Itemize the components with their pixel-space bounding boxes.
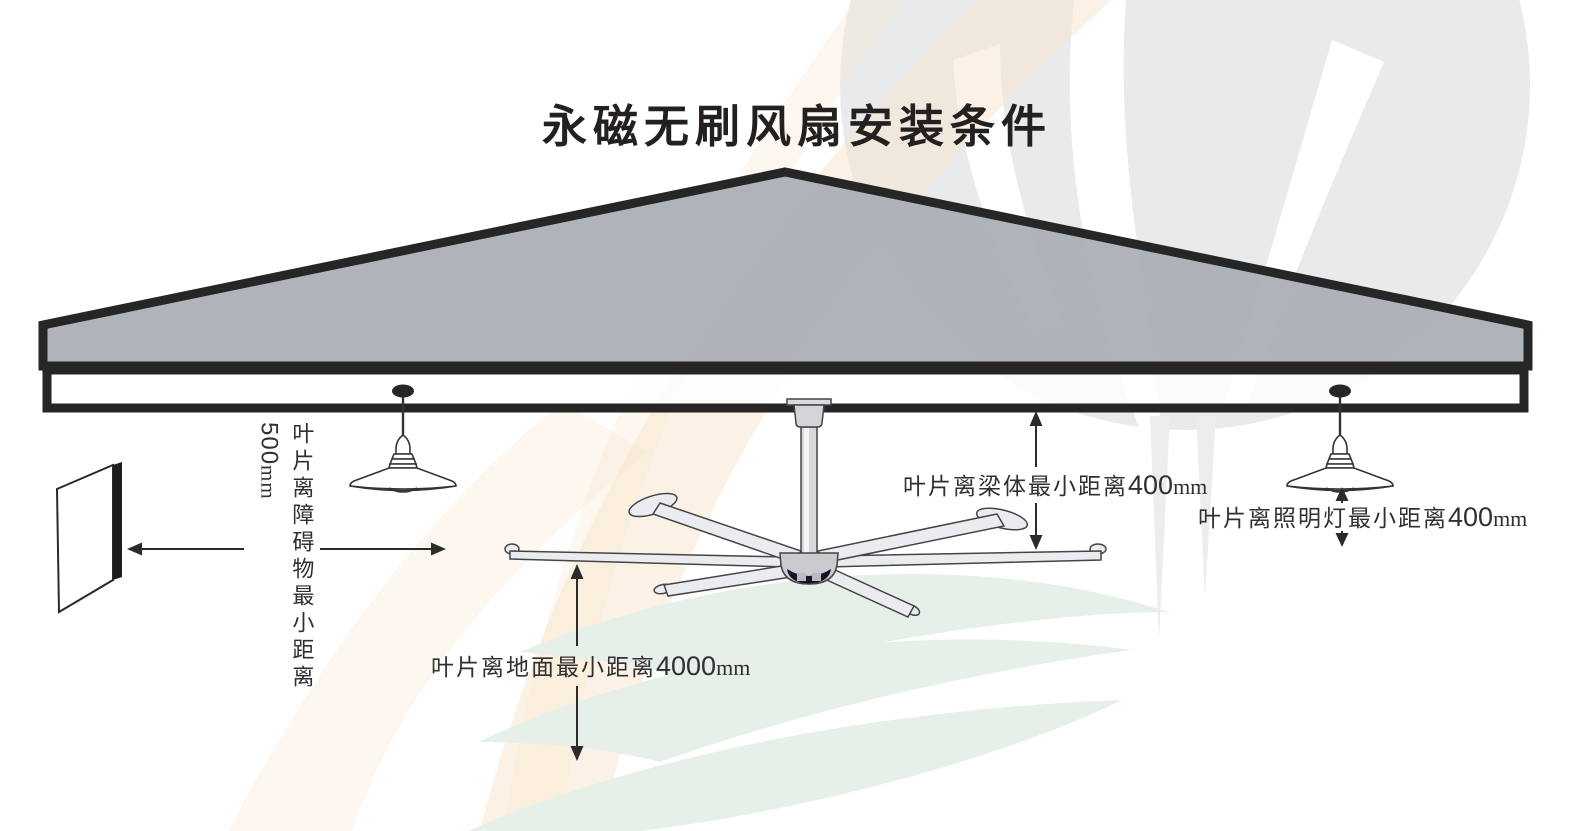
- annotation-unit: mm: [1173, 474, 1208, 499]
- lamp-socket: [1332, 433, 1348, 455]
- dimension-arrow-ground: [570, 564, 584, 761]
- lamp-shade: [1286, 467, 1394, 492]
- annotation-label: 叶片离梁体最小距离: [903, 474, 1128, 499]
- fan-blade: [662, 563, 799, 597]
- watermark-swoosh-orange: [504, 0, 905, 830]
- hub-vent: [797, 573, 806, 581]
- pendant-lamp-left: [349, 384, 457, 493]
- annotation-light-distance: 叶片离照明灯最小距离400mm: [1198, 501, 1527, 535]
- annotation-value: 400: [1448, 502, 1494, 532]
- pendant-lamp-right: [1286, 384, 1394, 493]
- annotation-value: 500: [255, 422, 283, 466]
- lamp-shade: [349, 467, 457, 492]
- page-title: 永磁无刷风扇安装条件: [541, 102, 1052, 152]
- lamp-rim: [1286, 485, 1394, 490]
- watermark-petal: [1196, 416, 1216, 597]
- watermark-petal: [1150, 416, 1170, 640]
- dimension-arrows: [127, 411, 1349, 761]
- watermark-leaf: [468, 700, 1122, 831]
- annotation-unit: mm: [256, 465, 281, 500]
- dimension-arrow-beam: [1029, 411, 1043, 550]
- annotation-label: 叶片离照明灯最小距离: [1198, 506, 1448, 531]
- lamp-mount-icon: [1329, 384, 1351, 398]
- fan-blade: [509, 550, 789, 568]
- downrod-highlight: [804, 428, 809, 554]
- annotation-unit: mm: [1493, 506, 1528, 531]
- fan-mount-housing: [793, 404, 825, 428]
- wall-panel: [55, 463, 114, 614]
- lamp-mount-icon: [392, 384, 414, 398]
- annotation-beam-distance: 叶片离梁体最小距离400mm: [903, 469, 1207, 503]
- roof: [38, 167, 1533, 371]
- annotation-label: 叶片离地面最小距离: [431, 655, 656, 680]
- dimension-arrow-light: [1335, 487, 1349, 547]
- watermark-leaf: [520, 574, 1168, 682]
- lamp-rim: [349, 485, 457, 490]
- annotation-value: 4000: [656, 651, 717, 681]
- annotation-label: 叶片离障碍物最小距离: [289, 422, 315, 692]
- hub-vent: [812, 573, 821, 581]
- annotation-ground-distance: 叶片离地面最小距离4000mm: [431, 650, 750, 684]
- dimension-arrow-obstacle: [127, 542, 446, 556]
- watermark-leaf: [478, 639, 1132, 762]
- fan-mount-flange: [786, 398, 832, 406]
- wall-edge: [113, 462, 122, 580]
- hvls-fan: [504, 398, 1107, 618]
- blade-tip-paddle: [975, 507, 1029, 531]
- wall-obstacle: [55, 462, 122, 614]
- lamp-socket: [395, 433, 411, 455]
- ceiling-beam: [42, 365, 1529, 413]
- watermark-swoosh-cream: [228, 402, 648, 831]
- annotation-value: 400: [1128, 470, 1174, 500]
- lamp-bulb: [388, 487, 418, 493]
- annotation-obstacle-distance: 叶片离障碍物最小距离500mm: [252, 422, 316, 767]
- annotation-unit: mm: [716, 655, 751, 680]
